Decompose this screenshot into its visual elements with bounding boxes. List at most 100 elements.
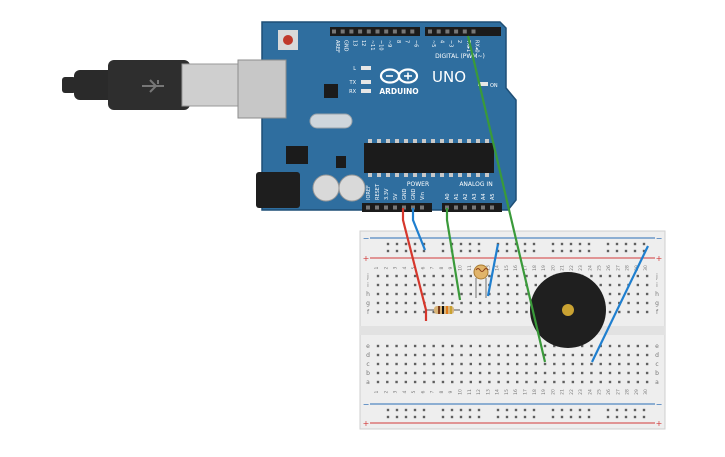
terminal-hole[interactable] bbox=[580, 353, 584, 357]
terminal-hole[interactable] bbox=[599, 274, 602, 278]
terminal-hole[interactable] bbox=[451, 283, 454, 287]
digital-pin-hole[interactable] bbox=[358, 29, 363, 34]
terminal-hole[interactable] bbox=[590, 362, 593, 366]
terminal-hole[interactable] bbox=[460, 344, 463, 348]
terminal-hole[interactable] bbox=[645, 371, 649, 375]
rail-hole[interactable] bbox=[386, 249, 390, 253]
terminal-hole[interactable] bbox=[460, 353, 463, 357]
rail-hole[interactable] bbox=[505, 249, 509, 253]
terminal-hole[interactable] bbox=[571, 362, 575, 366]
rail-hole[interactable] bbox=[459, 415, 463, 419]
rail-hole[interactable] bbox=[477, 249, 481, 253]
rail-hole[interactable] bbox=[523, 408, 527, 412]
terminal-hole[interactable] bbox=[376, 362, 380, 366]
terminal-hole[interactable] bbox=[608, 362, 612, 366]
terminal-hole[interactable] bbox=[636, 310, 640, 314]
terminal-hole[interactable] bbox=[506, 362, 510, 366]
terminal-hole[interactable] bbox=[441, 371, 445, 375]
terminal-hole[interactable] bbox=[376, 292, 380, 296]
terminal-hole[interactable] bbox=[525, 301, 528, 305]
terminal-hole[interactable] bbox=[618, 292, 621, 296]
terminal-hole[interactable] bbox=[636, 292, 640, 296]
rail-hole[interactable] bbox=[496, 408, 500, 412]
terminal-hole[interactable] bbox=[451, 371, 454, 375]
terminal-hole[interactable] bbox=[423, 292, 426, 296]
rail-hole[interactable] bbox=[468, 408, 472, 412]
rail-hole[interactable] bbox=[404, 249, 408, 253]
terminal-hole[interactable] bbox=[534, 274, 537, 278]
terminal-hole[interactable] bbox=[386, 301, 389, 305]
terminal-hole[interactable] bbox=[534, 344, 537, 348]
terminal-hole[interactable] bbox=[636, 344, 640, 348]
terminal-hole[interactable] bbox=[432, 380, 435, 384]
terminal-hole[interactable] bbox=[599, 371, 602, 375]
terminal-hole[interactable] bbox=[478, 301, 482, 305]
terminal-hole[interactable] bbox=[441, 353, 445, 357]
terminal-hole[interactable] bbox=[432, 371, 435, 375]
rail-hole[interactable] bbox=[505, 242, 509, 246]
terminal-hole[interactable] bbox=[413, 380, 417, 384]
terminal-hole[interactable] bbox=[608, 301, 612, 305]
terminal-hole[interactable] bbox=[636, 380, 640, 384]
terminal-hole[interactable] bbox=[478, 310, 482, 314]
terminal-hole[interactable] bbox=[618, 274, 621, 278]
terminal-hole[interactable] bbox=[423, 283, 426, 287]
terminal-hole[interactable] bbox=[386, 310, 389, 314]
terminal-hole[interactable] bbox=[395, 310, 398, 314]
terminal-hole[interactable] bbox=[534, 353, 537, 357]
terminal-hole[interactable] bbox=[432, 353, 435, 357]
rail-hole[interactable] bbox=[395, 415, 399, 419]
digital-pin-hole[interactable] bbox=[375, 29, 380, 34]
terminal-hole[interactable] bbox=[376, 274, 380, 278]
rail-hole[interactable] bbox=[569, 408, 573, 412]
terminal-hole[interactable] bbox=[441, 274, 445, 278]
terminal-hole[interactable] bbox=[506, 283, 510, 287]
digital-pin-hole[interactable] bbox=[410, 29, 415, 34]
terminal-hole[interactable] bbox=[478, 362, 482, 366]
terminal-hole[interactable] bbox=[506, 274, 510, 278]
terminal-hole[interactable] bbox=[460, 380, 463, 384]
terminal-hole[interactable] bbox=[618, 344, 621, 348]
terminal-hole[interactable] bbox=[506, 344, 510, 348]
terminal-hole[interactable] bbox=[432, 274, 435, 278]
terminal-hole[interactable] bbox=[497, 344, 500, 348]
terminal-hole[interactable] bbox=[451, 362, 454, 366]
terminal-hole[interactable] bbox=[386, 353, 389, 357]
terminal-hole[interactable] bbox=[469, 380, 472, 384]
terminal-hole[interactable] bbox=[543, 362, 547, 366]
terminal-hole[interactable] bbox=[580, 362, 584, 366]
terminal-hole[interactable] bbox=[488, 353, 491, 357]
terminal-hole[interactable] bbox=[395, 292, 398, 296]
piezo-buzzer[interactable] bbox=[530, 272, 606, 348]
terminal-hole[interactable] bbox=[525, 274, 528, 278]
rail-hole[interactable] bbox=[578, 415, 582, 419]
terminal-hole[interactable] bbox=[441, 283, 445, 287]
terminal-hole[interactable] bbox=[516, 362, 519, 366]
terminal-hole[interactable] bbox=[432, 292, 435, 296]
terminal-hole[interactable] bbox=[571, 380, 575, 384]
digital-pin-hole[interactable] bbox=[366, 29, 371, 34]
terminal-hole[interactable] bbox=[608, 310, 612, 314]
rail-hole[interactable] bbox=[413, 408, 417, 412]
rail-hole[interactable] bbox=[395, 408, 399, 412]
resistor[interactable] bbox=[427, 306, 460, 314]
rail-hole[interactable] bbox=[633, 242, 637, 246]
rail-hole[interactable] bbox=[532, 249, 536, 253]
terminal-hole[interactable] bbox=[451, 344, 454, 348]
terminal-hole[interactable] bbox=[423, 344, 426, 348]
rail-hole[interactable] bbox=[606, 249, 610, 253]
power-pin-hole[interactable] bbox=[420, 205, 424, 210]
terminal-hole[interactable] bbox=[590, 274, 593, 278]
terminal-hole[interactable] bbox=[469, 310, 472, 314]
rail-hole[interactable] bbox=[569, 242, 573, 246]
rail-hole[interactable] bbox=[459, 408, 463, 412]
terminal-hole[interactable] bbox=[608, 344, 612, 348]
terminal-hole[interactable] bbox=[627, 310, 630, 314]
terminal-hole[interactable] bbox=[627, 362, 630, 366]
terminal-hole[interactable] bbox=[404, 344, 408, 348]
rail-hole[interactable] bbox=[551, 408, 555, 412]
rail-hole[interactable] bbox=[413, 242, 417, 246]
rail-hole[interactable] bbox=[624, 242, 628, 246]
terminal-hole[interactable] bbox=[636, 283, 640, 287]
terminal-hole[interactable] bbox=[478, 380, 482, 384]
